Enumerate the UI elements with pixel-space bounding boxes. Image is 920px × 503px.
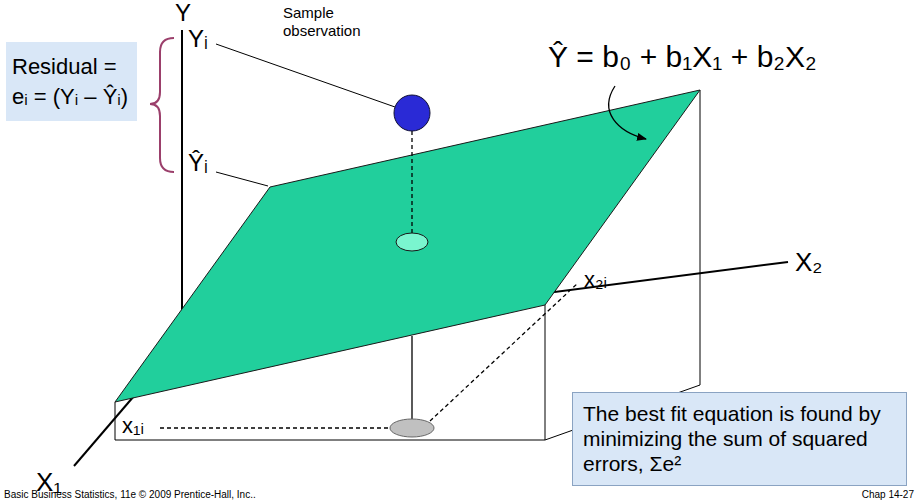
- residual-box: Residual = eᵢ = (Yᵢ – Ŷᵢ): [6, 42, 137, 121]
- leader-line: [216, 44, 395, 107]
- sample-observation-dot: [394, 95, 430, 131]
- value-label: x₂ᵢ: [584, 268, 607, 292]
- footer-note: Basic Business Statistics, 11e © 2009 Pr…: [4, 489, 256, 500]
- best-fit-box: The best fit equation is found by minimi…: [572, 392, 907, 486]
- page-number: Chap 14-27: [862, 489, 914, 500]
- axis-label: Y: [175, 0, 191, 26]
- box-text: The best fit equation is found by minimi…: [583, 401, 896, 477]
- value-label: Ŷᵢ: [188, 150, 208, 176]
- box-edge: [115, 402, 116, 440]
- base-point: [390, 419, 434, 437]
- fitted-point: [396, 233, 428, 251]
- axis-label: X₂: [795, 248, 822, 277]
- projection-line: [411, 336, 412, 419]
- value-label: Yᵢ: [188, 26, 208, 52]
- x1-guide: [160, 427, 389, 428]
- equation-pointer: [609, 86, 646, 139]
- box-edge: [115, 440, 545, 441]
- value-label: x₁ᵢ: [122, 414, 144, 438]
- residual-brace: [150, 38, 174, 172]
- box-edge: [545, 305, 546, 440]
- box-text: Residual = eᵢ = (Yᵢ – Ŷᵢ): [12, 52, 131, 111]
- regression-plane: [115, 90, 700, 402]
- x2-guide: [430, 283, 578, 421]
- callout-label: Sample observation: [283, 4, 373, 40]
- regression-equation: Ŷ = b₀ + b₁X₁ + b₂X₂: [548, 40, 817, 73]
- y-axis: [181, 30, 183, 340]
- box-edge: [700, 90, 701, 385]
- leader-line: [216, 172, 268, 186]
- residual-line: [411, 131, 412, 233]
